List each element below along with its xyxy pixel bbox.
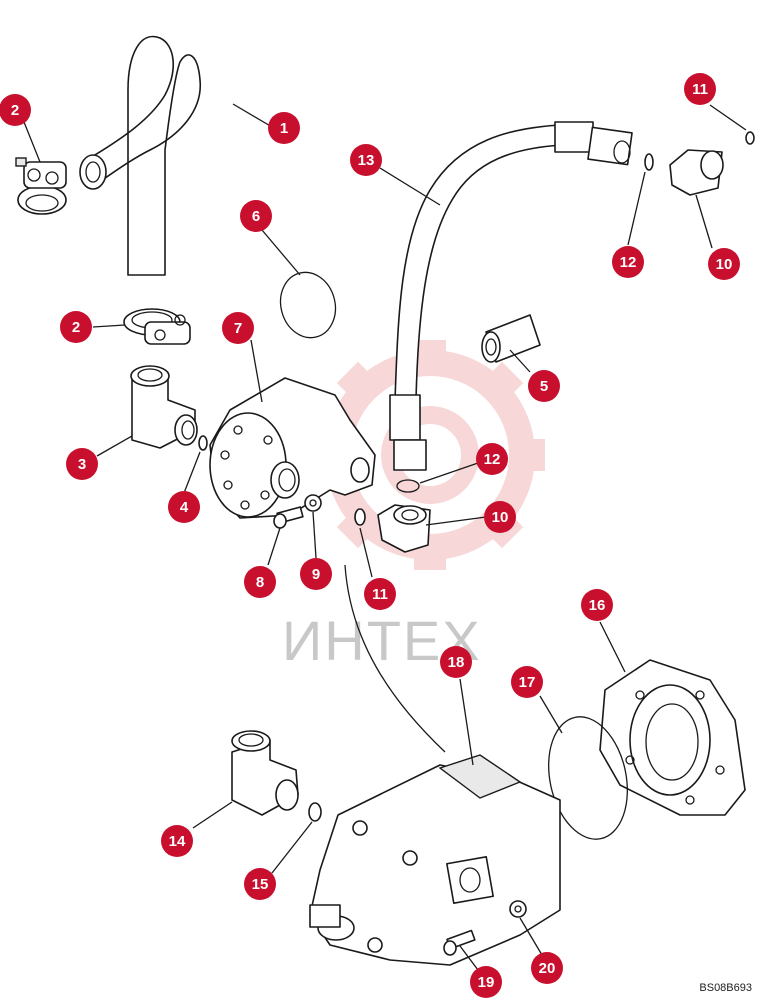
callout-1[interactable]: 1 [268, 112, 300, 144]
callout-18[interactable]: 18 [440, 646, 472, 678]
svg-text:8: 8 [256, 574, 264, 591]
callout-9[interactable]: 9 [300, 558, 332, 590]
callout-3[interactable]: 3 [66, 448, 98, 480]
svg-text:10: 10 [492, 509, 509, 526]
o-ring-part-15 [308, 802, 322, 822]
svg-text:2: 2 [11, 102, 19, 119]
elbow-fitting-part-10-upper [669, 149, 724, 196]
leader-lines [23, 103, 747, 971]
svg-text:20: 20 [539, 960, 556, 977]
o-ring-part-17 [548, 716, 628, 840]
svg-text:11: 11 [372, 586, 388, 603]
elbow-fitting-part-10-lower [377, 504, 431, 553]
callout-10-lower[interactable]: 10 [484, 501, 516, 533]
callout-2-upper[interactable]: 2 [0, 94, 31, 126]
o-ring-part-12-lower [396, 479, 420, 493]
connection-line [344, 564, 446, 753]
callout-6[interactable]: 6 [240, 200, 272, 232]
drawing-reference: BS08B693 [699, 982, 752, 994]
washer-part-9 [304, 494, 322, 512]
svg-text:19: 19 [478, 974, 495, 991]
bolt-part-19 [443, 929, 476, 956]
svg-text:15: 15 [252, 876, 269, 893]
callout-5[interactable]: 5 [528, 370, 560, 402]
callout-12-upper[interactable]: 12 [612, 246, 644, 278]
callout-19[interactable]: 19 [470, 966, 502, 998]
callout-11-upper[interactable]: 11 [684, 73, 716, 105]
callout-4[interactable]: 4 [168, 491, 200, 523]
clamp-part-2-lower [123, 308, 191, 345]
callout-14[interactable]: 14 [161, 825, 193, 857]
flange-part-16 [599, 659, 746, 816]
bolt-part-8 [273, 506, 304, 529]
callout-8[interactable]: 8 [244, 566, 276, 598]
svg-text:3: 3 [78, 456, 86, 473]
svg-text:7: 7 [234, 320, 242, 337]
callout-2-lower[interactable]: 2 [60, 311, 92, 343]
hose-part-13 [389, 121, 633, 471]
main-pump-part-18 [309, 754, 561, 966]
washer-part-20 [509, 900, 527, 918]
elbow-fitting-part-14 [231, 730, 299, 816]
svg-text:10: 10 [716, 256, 733, 273]
callout-7[interactable]: 7 [222, 312, 254, 344]
o-ring-part-11-upper [745, 131, 755, 145]
svg-text:12: 12 [484, 451, 501, 468]
svg-text:18: 18 [448, 654, 465, 671]
elbow-fitting-part-3 [130, 365, 198, 449]
svg-text:5: 5 [540, 378, 548, 395]
svg-text:12: 12 [620, 254, 637, 271]
svg-text:16: 16 [589, 597, 606, 614]
callout-16[interactable]: 16 [581, 589, 613, 621]
coupling-part-5 [481, 314, 541, 363]
svg-text:2: 2 [72, 319, 80, 336]
svg-text:4: 4 [180, 499, 189, 516]
o-ring-part-4 [198, 435, 208, 451]
hose-part-1 [79, 35, 201, 276]
o-ring-part-11-lower [354, 508, 366, 526]
callout-13[interactable]: 13 [350, 144, 382, 176]
callout-10-upper[interactable]: 10 [708, 248, 740, 280]
svg-text:1: 1 [280, 120, 288, 137]
svg-text:11: 11 [692, 81, 708, 98]
callout-11-lower[interactable]: 11 [364, 578, 396, 610]
callout-20[interactable]: 20 [531, 952, 563, 984]
o-ring-part-6 [279, 271, 337, 339]
pump-part-7 [209, 377, 376, 519]
svg-text:14: 14 [169, 833, 186, 850]
clamp-part-2-upper [15, 157, 67, 215]
callout-17[interactable]: 17 [511, 666, 543, 698]
svg-text:17: 17 [519, 674, 536, 691]
callout-15[interactable]: 15 [244, 868, 276, 900]
callout-12-lower[interactable]: 12 [476, 443, 508, 475]
svg-text:9: 9 [312, 566, 320, 583]
o-ring-part-12-upper [644, 153, 654, 171]
svg-text:6: 6 [252, 208, 260, 225]
svg-text:13: 13 [358, 152, 375, 169]
